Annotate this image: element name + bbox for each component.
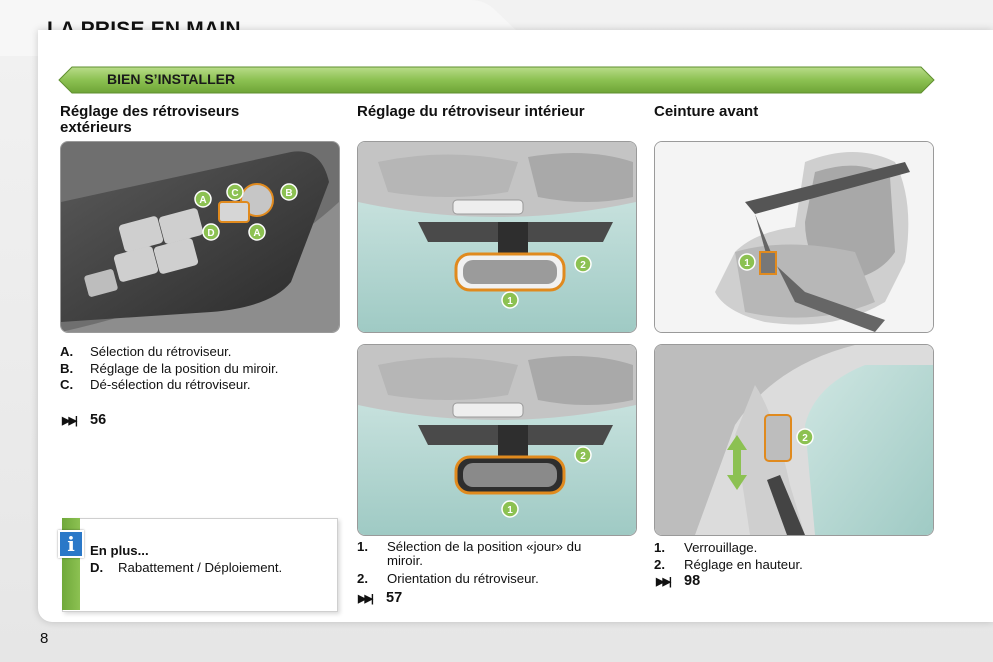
marker-a-top: A — [194, 190, 212, 208]
marker-two: 2 — [574, 446, 592, 464]
marker-two: 2 — [796, 428, 814, 446]
page-reference-56[interactable]: ▶▶| 56 — [62, 412, 107, 428]
skip-forward-icon: ▶▶| — [358, 592, 374, 605]
marker-b: B — [280, 183, 298, 201]
mirror-exterior-list: A.Sélection du rétroviseur. B.Réglage de… — [60, 344, 340, 394]
marker-a-bottom: A — [248, 223, 266, 241]
marker-one: 1 — [501, 291, 519, 309]
marker-one: 1 — [738, 253, 756, 271]
marker-two: 2 — [574, 255, 592, 273]
svg-text:D: D — [207, 228, 214, 239]
interior-mirror-image-1: 2 1 — [357, 141, 637, 333]
page-number: 8 — [40, 630, 49, 647]
svg-text:A: A — [199, 195, 206, 206]
info-icon: i — [58, 530, 84, 558]
svg-text:2: 2 — [580, 451, 586, 462]
marker-one: 1 — [501, 500, 519, 518]
interior-mirror-image-2: 2 1 — [357, 344, 637, 536]
svg-text:2: 2 — [802, 433, 808, 444]
list-item: D.Rabattement / Déploiement. — [90, 560, 283, 575]
more-info-box — [62, 518, 338, 612]
list-item: 2.Orientation du rétroviseur. — [357, 571, 539, 586]
skip-forward-icon: ▶▶| — [62, 414, 78, 427]
marker-d: D — [202, 223, 220, 241]
svg-text:C: C — [231, 188, 238, 199]
list-item: 2.Réglage en hauteur. — [654, 556, 803, 572]
seat-belt-image: 1 — [654, 141, 934, 333]
list-item: 1.Verrouillage. — [654, 540, 758, 555]
mirror-interior-title: Réglage du rétroviseur intérieur — [357, 103, 585, 120]
svg-text:B: B — [285, 188, 292, 199]
svg-text:2: 2 — [580, 260, 586, 271]
skip-forward-icon: ▶▶| — [656, 575, 672, 588]
svg-text:1: 1 — [744, 258, 750, 269]
mirror-exterior-title: Réglage des rétroviseurs extérieurs — [60, 103, 240, 136]
section-banner — [58, 66, 935, 94]
marker-c: C — [226, 183, 244, 201]
more-info-title: En plus... — [90, 543, 149, 558]
front-belt-list: 1.Verrouillage. 2.Réglage en hauteur. — [654, 540, 939, 573]
section-banner-label: BIEN S’INSTALLER — [107, 71, 236, 87]
belt-height-image: 2 — [654, 344, 934, 536]
page-reference-57[interactable]: ▶▶| 57 — [358, 590, 403, 606]
more-info-list: D.Rabattement / Déploiement. — [90, 560, 330, 577]
svg-text:A: A — [253, 228, 260, 239]
list-item: B.Réglage de la position du miroir. — [60, 360, 279, 376]
svg-text:1: 1 — [507, 296, 513, 307]
list-item: A.Sélection du rétroviseur. — [60, 344, 232, 359]
front-belt-title: Ceinture avant — [654, 103, 759, 120]
list-item: C.Dé-sélection du rétroviseur. — [60, 377, 251, 392]
door-mirror-control-image: A C B D A — [60, 141, 340, 333]
svg-text:1: 1 — [507, 505, 513, 516]
page-reference-98[interactable]: ▶▶| 98 — [656, 573, 701, 589]
